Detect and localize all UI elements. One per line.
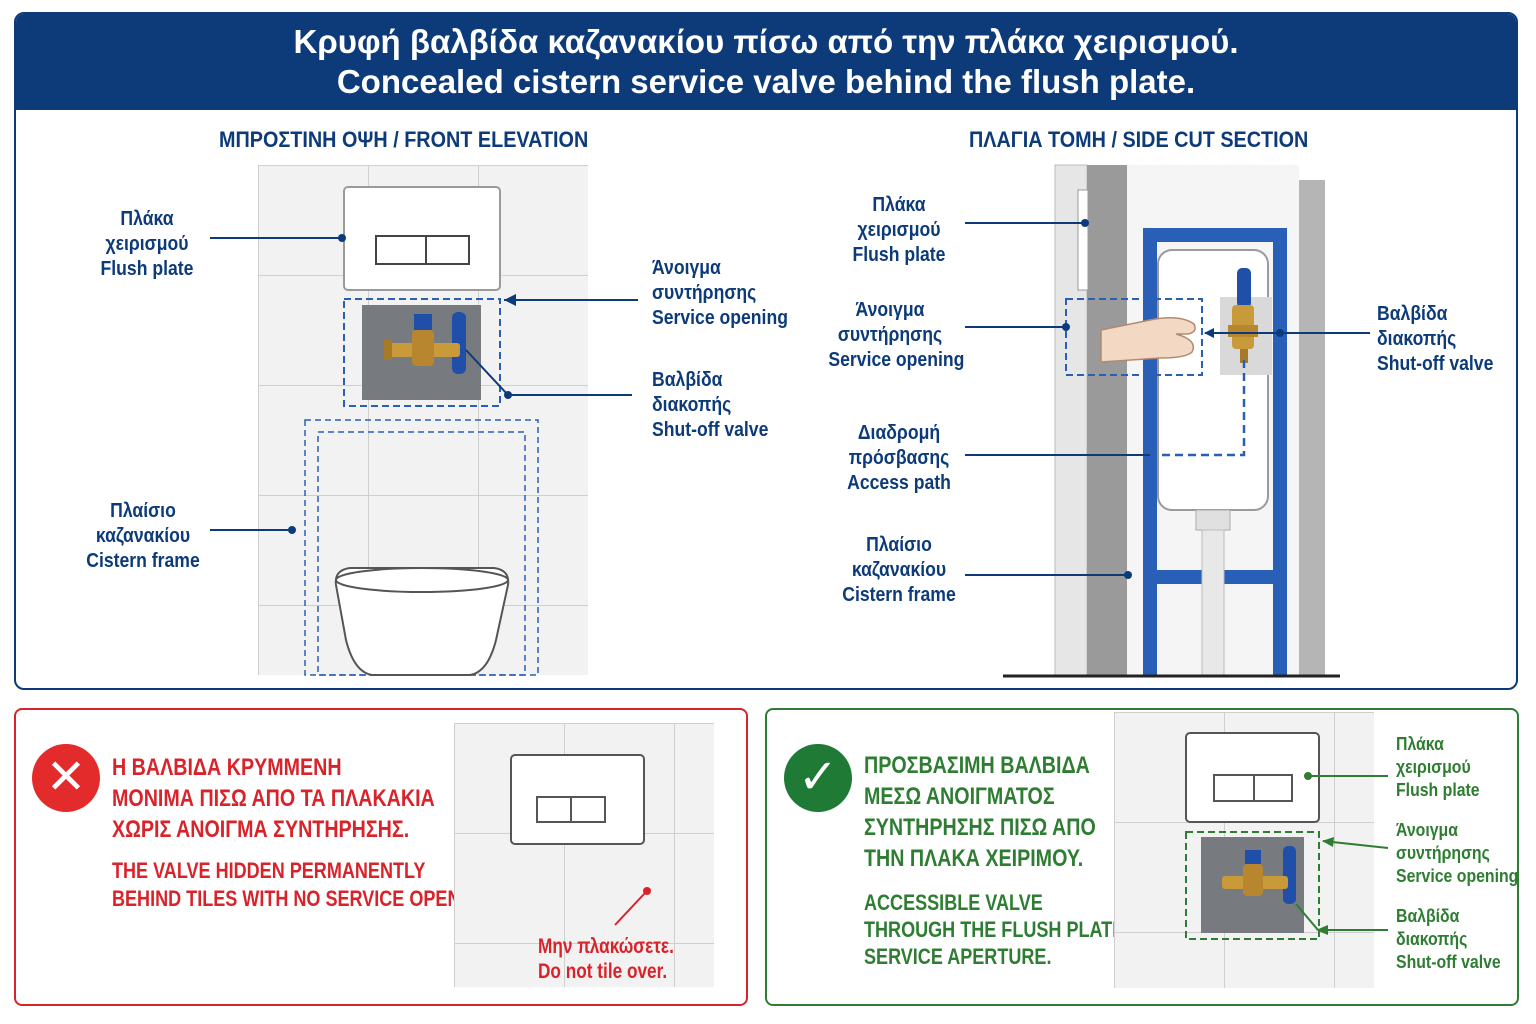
top-panel: Κρυφή βαλβίδα καζανακίου πίσω από την πλ… [14, 12, 1518, 690]
title-greek: Κρυφή βαλβίδα καζανακίου πίσω από την πλ… [293, 23, 1239, 60]
correct-shutoff-valve [1222, 846, 1296, 904]
incorrect-example-panel [14, 708, 748, 1006]
front-toilet [334, 567, 510, 676]
side-frame-top-bar [1143, 228, 1287, 242]
side-section-title: ΠΛΑΓΙΑ ΤΟΜΗ / SIDE CUT SECTION [969, 127, 1309, 152]
title-banner: Κρυφή βαλβίδα καζανακίου πίσω από την πλ… [16, 14, 1516, 110]
side-hand [1100, 317, 1196, 363]
front-service-opening-outline [343, 298, 501, 407]
correct-example-panel [765, 708, 1519, 1006]
side-shutoff-valve [1228, 268, 1258, 363]
side-back-wall [1299, 180, 1325, 675]
side-access-path [1150, 360, 1246, 457]
do-not-tile-note: Μην πλακώσετε.Do not tile over. [538, 935, 674, 983]
title-english: Concealed cistern service valve behind t… [336, 63, 1196, 100]
front-flush-buttons [375, 235, 470, 265]
side-service-opening-outline [1065, 298, 1203, 376]
side-flush-plate [1077, 189, 1089, 291]
side-frame-upright-back [1273, 228, 1287, 675]
front-elevation-title: ΜΠΡΟΣΤΙΝΗ ΟΨΗ / FRONT ELEVATION [219, 127, 589, 152]
correct-service-opening-outline [1185, 831, 1320, 940]
check-icon: ✓ [784, 744, 852, 812]
front-shutoff-valve [384, 312, 466, 374]
cross-icon: ✕ [32, 744, 100, 812]
side-wall-board [1087, 165, 1127, 675]
